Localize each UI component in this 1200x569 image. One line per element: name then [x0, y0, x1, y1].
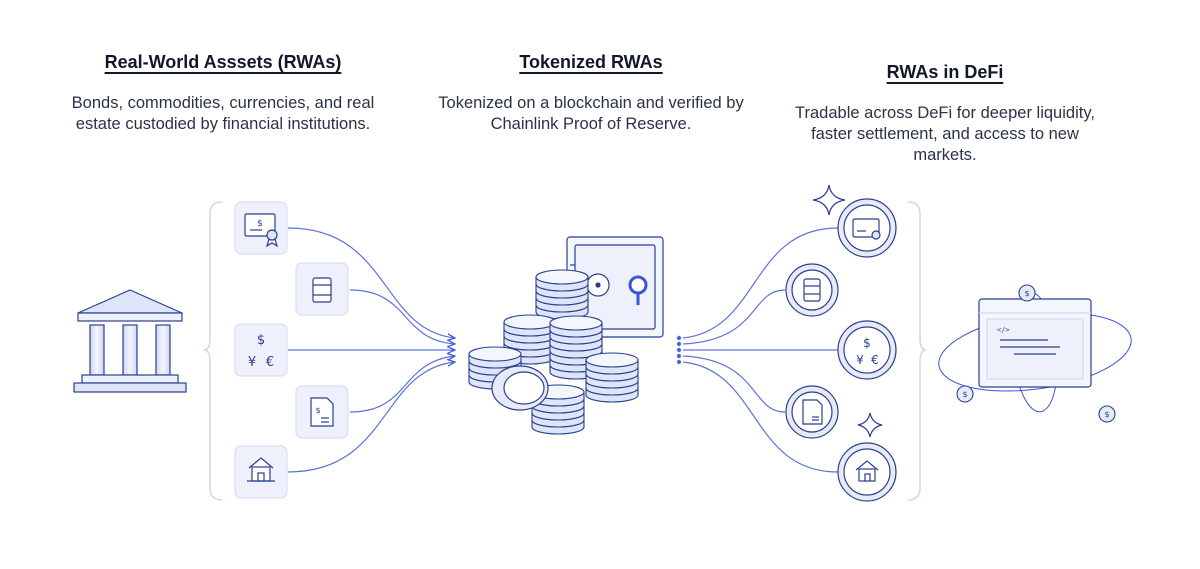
left-bracket [203, 201, 223, 501]
svg-text:€: € [266, 355, 274, 370]
svg-text:$: $ [863, 336, 871, 350]
vault-icon [566, 236, 664, 338]
column-rwas-in-defi: RWAs in DeFi Tradable across DeFi for de… [780, 52, 1110, 166]
column-title: Tokenized RWAs [519, 52, 663, 72]
document-icon [310, 397, 334, 427]
svg-text:$: $ [962, 390, 967, 399]
column-title: RWAs in DeFi [886, 62, 1004, 82]
defi-coin-bond [837, 198, 897, 258]
svg-text:$: $ [1104, 410, 1109, 419]
currency-symbols-icon: $ ¥ € [248, 333, 274, 370]
asset-tile-currencies: $ ¥ € [234, 323, 288, 377]
document-icon [802, 399, 823, 425]
coin [535, 269, 589, 292]
svg-text:¥: ¥ [856, 353, 864, 367]
svg-text:$: $ [257, 333, 265, 348]
browser-window-icon [978, 298, 1092, 388]
defi-coin-document [785, 385, 839, 439]
big-coin [491, 365, 549, 411]
flow-lines-in [287, 227, 455, 473]
token-coin-stack [468, 269, 639, 435]
coin [468, 346, 522, 369]
bank-icon [73, 289, 187, 393]
currency-symbols-icon: $ ¥ € [856, 336, 879, 367]
commodity-barrel-icon [803, 278, 821, 302]
sparkle-icon [812, 184, 846, 216]
house-icon [247, 457, 275, 482]
flow-lines-out [676, 227, 839, 473]
svg-text:¥: ¥ [248, 355, 256, 370]
column-description: Bonds, commodities, currencies, and real… [71, 94, 375, 133]
defi-coin-currencies: $ ¥ € [837, 320, 897, 380]
defi-ecosystem: </> $ $ $ [938, 284, 1132, 423]
svg-text:$: $ [1024, 289, 1029, 298]
column-description: Tokenized on a blockchain and verified b… [438, 94, 744, 133]
bond-certificate-icon [244, 213, 278, 248]
column-description: Tradable across DeFi for deeper liquidit… [795, 104, 1095, 164]
defi-coin-commodity [785, 263, 839, 317]
asset-tile-document: $ [295, 385, 349, 439]
column-real-world-assets: Real-World Asssets (RWAs) Bonds, commodi… [58, 52, 388, 135]
right-bracket [907, 201, 927, 501]
coin [585, 352, 639, 375]
coin [549, 315, 603, 338]
column-title: Real-World Asssets (RWAs) [104, 52, 342, 72]
defi-coin-real-estate [837, 442, 897, 502]
dollar-glyph: $ [315, 406, 320, 415]
asset-tile-real-estate [234, 445, 288, 499]
commodity-barrel-icon [312, 277, 332, 303]
dollar-glyph: $ [257, 219, 263, 229]
asset-tile-commodity [295, 262, 349, 316]
asset-tile-bond: $ [234, 201, 288, 255]
column-tokenized-rwas: Tokenized RWAs Tokenized on a blockchain… [426, 52, 756, 135]
coin [503, 314, 557, 337]
dollar-coin-icon [956, 284, 1116, 423]
house-icon [855, 460, 879, 471]
svg-text:€: € [871, 353, 879, 367]
sparkle-icon [857, 412, 883, 438]
code-glyph: </> [997, 326, 1010, 334]
